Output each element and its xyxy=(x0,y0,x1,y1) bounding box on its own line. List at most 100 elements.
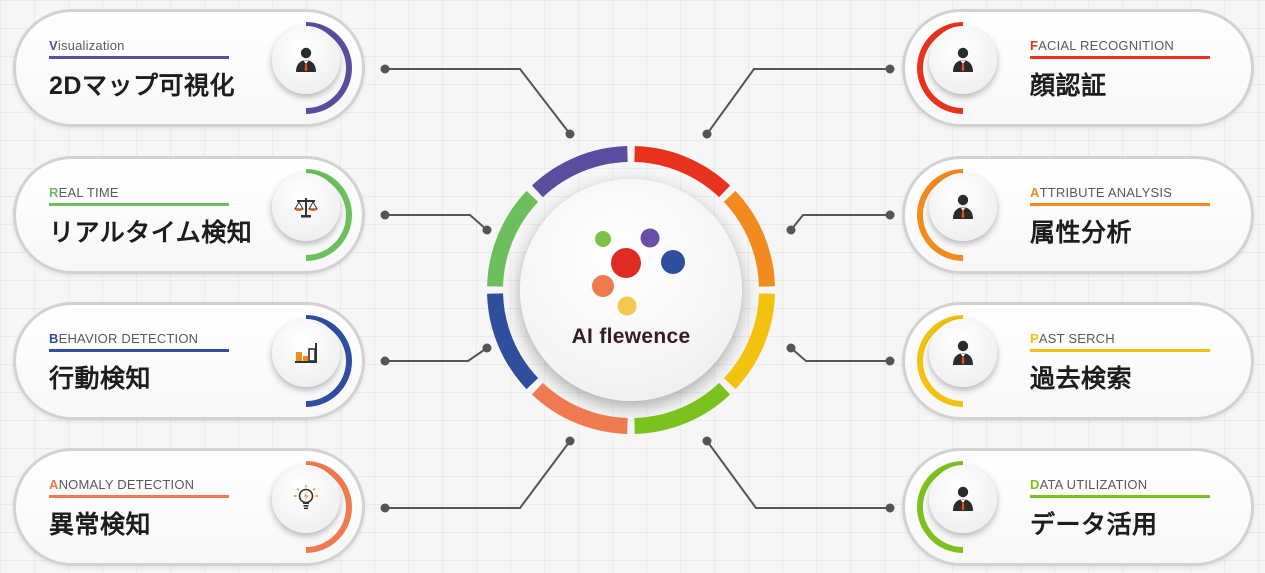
feature-japanese-title: 2Dマップ可視化 xyxy=(49,72,235,100)
hub-segment xyxy=(531,146,628,198)
feature-english-initial: B xyxy=(49,331,59,346)
businessman-icon xyxy=(953,340,973,365)
feature-english-rest: EAL TIME xyxy=(58,185,119,200)
connector-line xyxy=(385,440,571,509)
connector-dot xyxy=(380,356,390,366)
feature-english-rest: isualization xyxy=(57,38,125,53)
hub-segment xyxy=(723,190,775,287)
feature-english-initial: A xyxy=(49,477,59,492)
connector-dot xyxy=(702,436,712,446)
hub-segment xyxy=(634,382,731,434)
feature-japanese-title: 過去検索 xyxy=(1030,365,1133,393)
feature-label-block: ATTRIBUTE ANALYSIS 属性分析 xyxy=(1030,185,1210,249)
connector-line xyxy=(385,347,488,362)
connector-line xyxy=(385,214,488,231)
feature-english-rest: ACIAL RECOGNITION xyxy=(1038,38,1174,53)
feature-label-block: FACIAL RECOGNITION 顔認証 xyxy=(1030,38,1210,102)
connector-dot xyxy=(482,225,492,235)
connector-dot xyxy=(565,129,575,139)
bar-chart-icon xyxy=(295,343,317,363)
accent-ring xyxy=(305,22,352,114)
accent-ring xyxy=(305,169,352,261)
connector-dot xyxy=(702,129,712,139)
feature-icon-badge xyxy=(272,173,340,241)
logo-dot xyxy=(617,296,637,316)
feature-english-label: ATTRIBUTE ANALYSIS xyxy=(1030,185,1210,206)
feature-card-attribute-analysis: ATTRIBUTE ANALYSIS 属性分析 xyxy=(902,156,1254,274)
accent-ring xyxy=(917,169,964,261)
feature-label-block: PAST SERCH 過去検索 xyxy=(1030,331,1210,395)
hub-segment xyxy=(723,293,775,390)
connector-line xyxy=(706,440,890,509)
hub-segment xyxy=(531,382,628,434)
connector-line xyxy=(790,214,890,231)
businessman-icon xyxy=(953,194,973,219)
feature-card-visualization: Visualization 2Dマップ可視化 xyxy=(13,9,365,127)
feature-icon-badge xyxy=(272,26,340,94)
logo-dot xyxy=(661,250,685,274)
connector-dot xyxy=(380,503,390,513)
feature-icon-badge xyxy=(929,173,997,241)
feature-english-initial: R xyxy=(49,185,59,200)
feature-english-initial: A xyxy=(1030,185,1040,200)
hub-segment xyxy=(634,146,731,198)
connector-line xyxy=(790,347,890,362)
businessman-icon xyxy=(953,486,973,511)
hub-segment xyxy=(487,190,539,287)
logo-dot xyxy=(640,228,660,248)
connector-dot xyxy=(482,343,492,353)
feature-english-rest: EHAVIOR DETECTION xyxy=(58,331,199,346)
feature-icon-badge xyxy=(272,319,340,387)
feature-icon-badge xyxy=(272,465,340,533)
logo-dot xyxy=(611,248,641,278)
accent-ring xyxy=(917,315,964,407)
feature-japanese-title: データ活用 xyxy=(1030,511,1158,539)
lightbulb-icon xyxy=(294,485,318,510)
accent-ring xyxy=(305,315,352,407)
feature-english-rest: TTRIBUTE ANALYSIS xyxy=(1039,185,1173,200)
connector-line xyxy=(385,68,571,135)
feature-icon-badge xyxy=(929,319,997,387)
feature-japanese-title: リアルタイム検知 xyxy=(49,219,253,247)
feature-english-label: DATA UTILIZATION xyxy=(1030,477,1210,498)
brand-name: AI flewence xyxy=(571,325,691,348)
feature-english-label: Visualization xyxy=(49,38,229,59)
feature-english-rest: NOMALY DETECTION xyxy=(58,477,195,492)
feature-english-label: PAST SERCH xyxy=(1030,331,1210,352)
feature-english-rest: ATA UTILIZATION xyxy=(1039,477,1148,492)
businessman-icon xyxy=(953,47,973,72)
feature-icon-badge xyxy=(929,26,997,94)
feature-card-behavior-detection: BEHAVIOR DETECTION 行動検知 xyxy=(13,302,365,420)
hub-ring xyxy=(487,146,775,434)
hub-disc xyxy=(520,179,742,401)
accent-ring xyxy=(917,461,964,553)
feature-card-data-utilization: DATA UTILIZATION データ活用 xyxy=(902,448,1254,566)
feature-english-initial: P xyxy=(1030,331,1039,346)
connector-dot xyxy=(885,503,895,513)
feature-english-label: REAL TIME xyxy=(49,185,229,206)
logo-dot xyxy=(595,231,611,247)
feature-japanese-title: 行動検知 xyxy=(49,365,152,393)
feature-card-past-serch: PAST SERCH 過去検索 xyxy=(902,302,1254,420)
connector-dot xyxy=(380,64,390,74)
feature-english-initial: V xyxy=(49,38,58,53)
connector-dot xyxy=(786,343,796,353)
hub-segment xyxy=(487,293,539,390)
feature-english-initial: D xyxy=(1030,477,1040,492)
feature-card-facial-recognition: FACIAL RECOGNITION 顔認証 xyxy=(902,9,1254,127)
feature-card-real-time: REAL TIME リアルタイム検知 xyxy=(13,156,365,274)
feature-japanese-title: 属性分析 xyxy=(1030,219,1133,247)
accent-ring xyxy=(917,22,964,114)
connector-dot xyxy=(885,210,895,220)
feature-english-label: FACIAL RECOGNITION xyxy=(1030,38,1210,59)
feature-japanese-title: 顔認証 xyxy=(1030,72,1107,100)
feature-label-block: Visualization 2Dマップ可視化 xyxy=(49,38,235,102)
feature-english-label: ANOMALY DETECTION xyxy=(49,477,229,498)
connector-dot xyxy=(885,356,895,366)
feature-icon-badge xyxy=(929,465,997,533)
connector-line xyxy=(706,68,890,135)
